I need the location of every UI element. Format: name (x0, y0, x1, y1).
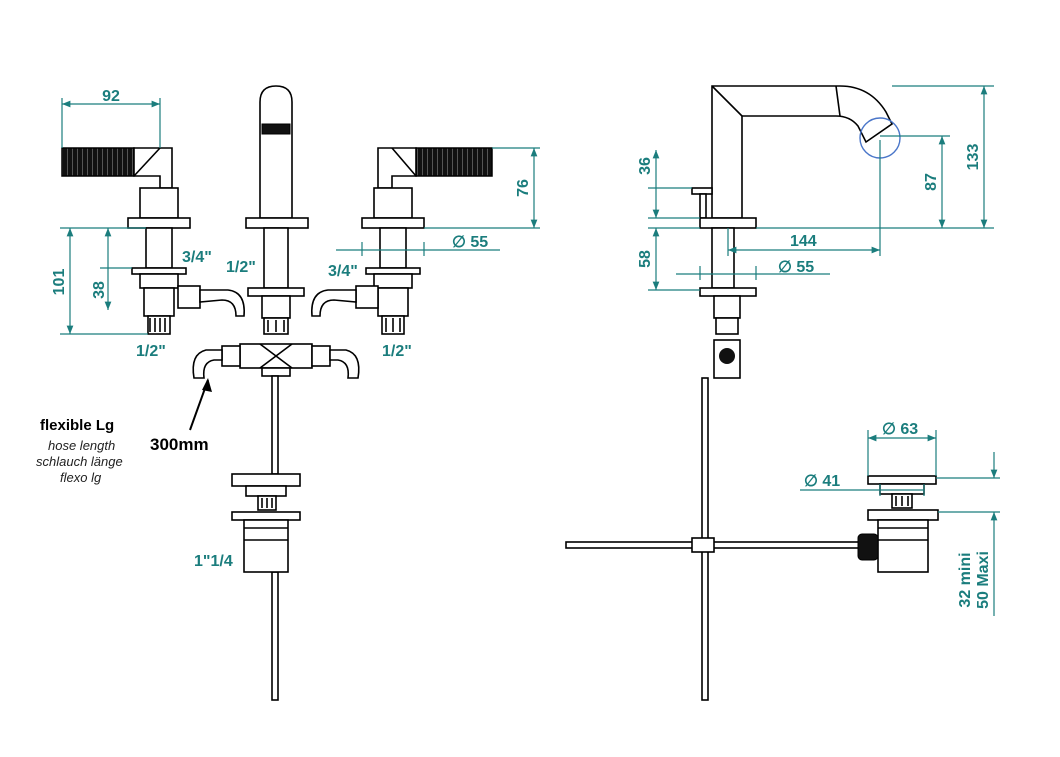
hose-length: 300mm (150, 435, 209, 454)
dim-side-diam-55: ∅ 55 (778, 259, 814, 276)
right-knurled-handle (415, 147, 493, 177)
side-dimensions (648, 85, 1000, 616)
dim-handle-width: 92 (102, 88, 120, 105)
dim-height-38: 38 (91, 281, 108, 299)
dim-deck-min: 32 mini (957, 552, 974, 607)
side-spout (691, 85, 901, 701)
dim-side-144: 144 (790, 233, 817, 250)
drain-thread: 1"1/4 (194, 553, 233, 570)
dim-height-76: 76 (515, 179, 532, 197)
side-waste (565, 475, 939, 573)
dim-diam-55-front: ∅ 55 (452, 234, 488, 251)
left-handle-valve (61, 147, 245, 335)
dim-height-101: 101 (51, 269, 68, 296)
right-handle-valve (311, 147, 493, 335)
hose-note-line2: schlauch länge (36, 454, 123, 469)
front-dimensions (60, 98, 540, 431)
pull-lever-rod (565, 541, 873, 549)
front-drain (231, 473, 301, 573)
hose-note-title: flexible Lg (40, 417, 114, 434)
dim-waste-diam-63: ∅ 63 (882, 421, 918, 438)
inlet-thread-left: 1/2" (136, 343, 166, 360)
dim-side-133: 133 (965, 144, 982, 171)
hose-note-line1: hose length (48, 438, 115, 453)
dim-side-58: 58 (637, 250, 654, 268)
dim-deck-max: 50 Maxi (975, 551, 992, 609)
dim-side-36: 36 (637, 157, 654, 175)
left-knurled-handle (61, 147, 135, 177)
inlet-thread-right: 1/2" (382, 343, 412, 360)
spout-assembly (192, 85, 360, 701)
hose-note-line3: flexo lg (60, 470, 102, 485)
thread-3-4-right: 3/4" (328, 263, 358, 280)
dim-waste-diam-41: ∅ 41 (804, 473, 840, 490)
spout-thread-1-2: 1/2" (226, 259, 256, 276)
dim-side-87: 87 (923, 173, 940, 191)
thread-3-4-left: 3/4" (182, 249, 212, 266)
